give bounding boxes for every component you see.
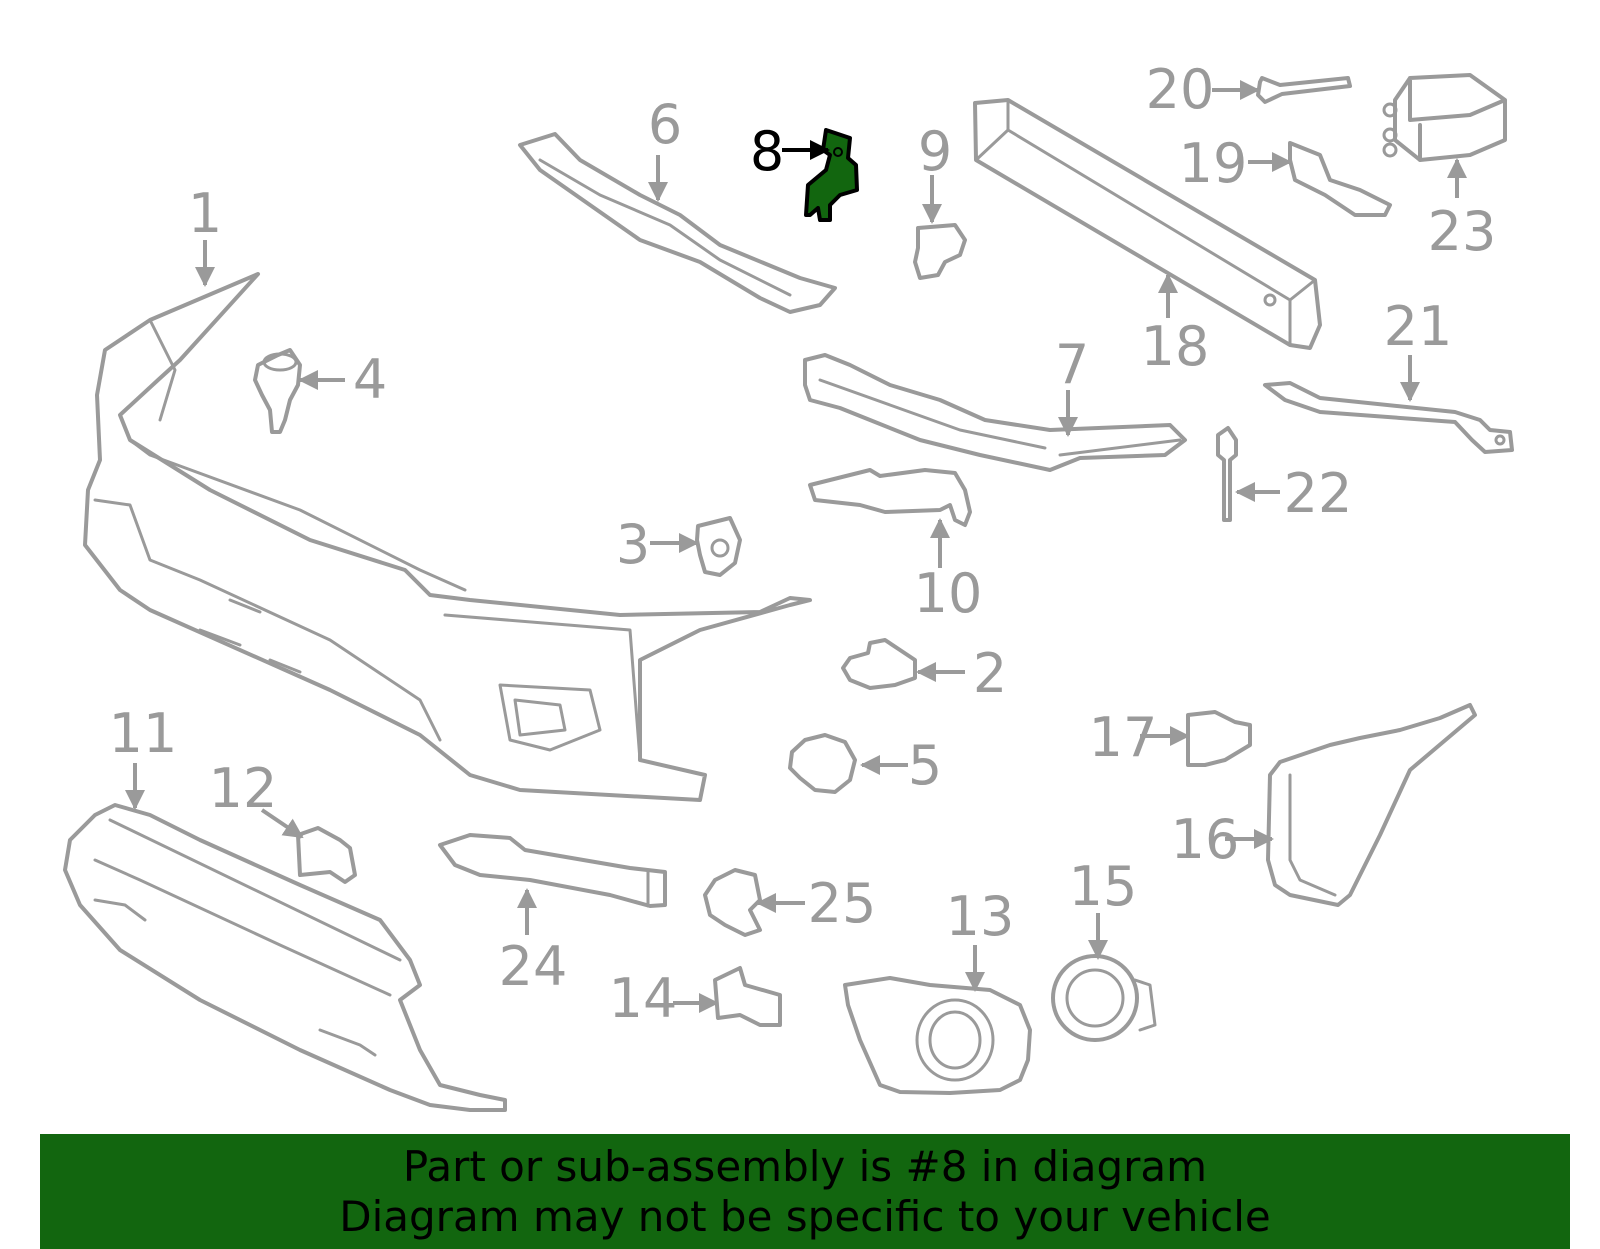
part-7-lower-reinforcement[interactable] xyxy=(803,353,1187,472)
callout-7: 7 xyxy=(1055,333,1089,396)
callout-13: 13 xyxy=(946,885,1015,948)
callout-23: 23 xyxy=(1428,200,1497,263)
part-5-clip[interactable] xyxy=(788,733,857,794)
callout-20: 20 xyxy=(1146,58,1215,121)
callout-5: 5 xyxy=(908,734,942,797)
part-20-bolt[interactable] xyxy=(1256,76,1352,104)
callout-17: 17 xyxy=(1089,706,1158,769)
part-22-rivet[interactable] xyxy=(1216,426,1238,522)
part-15-fog-lamp[interactable] xyxy=(1051,954,1157,1042)
part-21-bracket[interactable] xyxy=(1263,381,1514,454)
part-24-trim-bar[interactable] xyxy=(438,833,667,908)
callout-9: 9 xyxy=(918,120,952,183)
part-12-retainer[interactable] xyxy=(296,826,357,884)
callout-2: 2 xyxy=(973,642,1007,705)
part-19-bracket[interactable] xyxy=(1288,141,1392,217)
banner-line-2: Diagram may not be specific to your vehi… xyxy=(339,1192,1271,1241)
part-6-upper-reinforcement[interactable] xyxy=(518,132,837,314)
callout-1: 1 xyxy=(188,182,222,245)
part-2-clip[interactable] xyxy=(841,638,917,690)
part-16-side-trim[interactable] xyxy=(1266,703,1477,907)
callout-4: 4 xyxy=(353,348,387,411)
banner-line-1: Part or sub-assembly is #8 in diagram xyxy=(402,1142,1208,1191)
callout-labels: 1 6 8 9 20 19 23 18 21 7 22 4 3 10 2 5 1… xyxy=(109,58,1497,1030)
callout-24: 24 xyxy=(499,935,568,998)
callout-21: 21 xyxy=(1384,295,1453,358)
part-10-bracket[interactable] xyxy=(808,468,972,527)
part-8-bracket-highlighted[interactable] xyxy=(804,128,859,222)
part-23-sensor[interactable] xyxy=(1382,73,1507,162)
part-11-lower-grille[interactable] xyxy=(63,803,507,1112)
callout-22: 22 xyxy=(1284,462,1353,525)
part-13-fog-bezel[interactable] xyxy=(843,976,1032,1095)
part-25-bracket[interactable] xyxy=(703,868,762,937)
callout-16: 16 xyxy=(1171,808,1240,871)
callout-25: 25 xyxy=(808,872,877,935)
callout-18: 18 xyxy=(1141,315,1210,378)
part-1-bumper-cover[interactable] xyxy=(83,272,812,802)
part-9-clip[interactable] xyxy=(913,223,967,280)
info-banner: Part or sub-assembly is #8 in diagram Di… xyxy=(40,1134,1570,1249)
callout-19: 19 xyxy=(1179,132,1248,195)
leader-lines xyxy=(125,80,1467,1013)
callout-6: 6 xyxy=(648,93,682,156)
part-3-retainer[interactable] xyxy=(695,516,742,577)
callout-11: 11 xyxy=(109,702,178,765)
callout-3: 3 xyxy=(616,513,650,576)
part-17-block[interactable] xyxy=(1186,710,1252,767)
part-14-bracket[interactable] xyxy=(713,966,782,1027)
part-4-clip[interactable] xyxy=(253,348,302,434)
callout-12: 12 xyxy=(209,757,278,820)
callout-15: 15 xyxy=(1069,855,1138,918)
callout-10: 10 xyxy=(914,562,983,625)
callout-14: 14 xyxy=(609,967,678,1030)
part-18-impact-bar[interactable] xyxy=(973,98,1322,350)
callout-8: 8 xyxy=(750,120,784,183)
